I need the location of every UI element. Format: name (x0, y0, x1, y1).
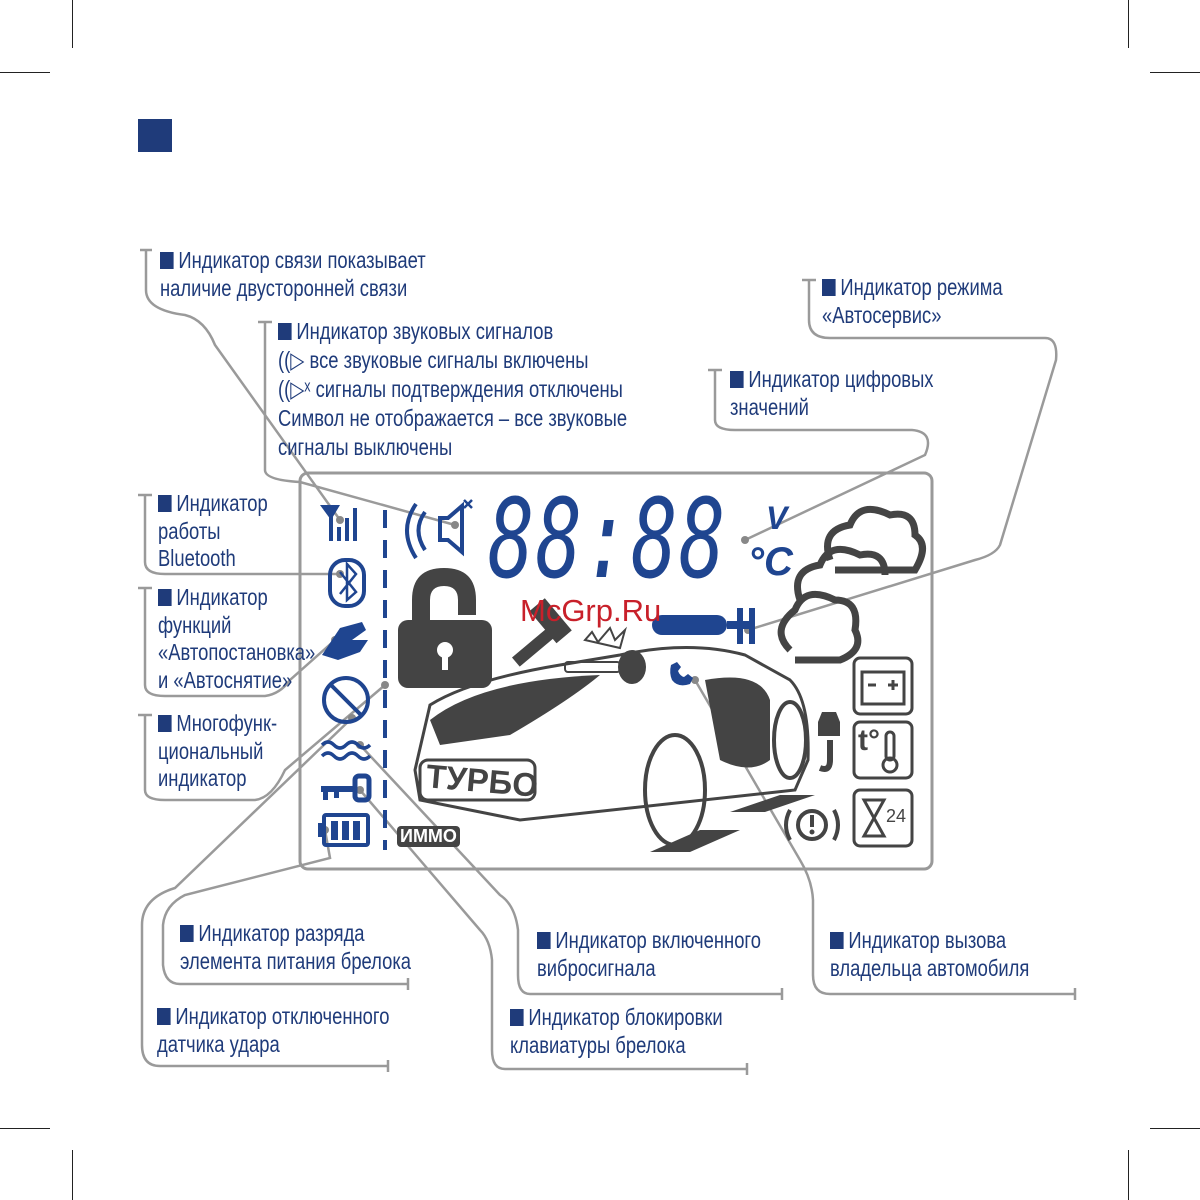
crop-mark (72, 0, 73, 48)
battery-icon (318, 813, 370, 847)
unit-celsius: °C (748, 540, 793, 584)
bluetooth-icon (328, 558, 366, 608)
hammer-icon (511, 598, 572, 667)
crop-mark (0, 1128, 50, 1129)
phone-icon (670, 662, 693, 686)
lock-icon (398, 568, 492, 688)
unit-volt: V (766, 500, 788, 536)
crop-mark (1150, 1128, 1200, 1129)
label-keylock: Индикатор блокировки клавиатуры брелока (510, 1004, 723, 1058)
car-battery-icon (852, 656, 914, 716)
label-sound: Индикатор звуковых сигналов ((▷ все звук… (278, 318, 628, 460)
speaker-icon (405, 499, 473, 560)
hand-icon (322, 622, 368, 660)
label-battery: Индикатор разряда элемента питания брело… (180, 920, 412, 974)
hook-icon (818, 712, 840, 772)
label-multi: Многофунк- циональный индикатор (158, 710, 278, 791)
digital-display: 88:88 (488, 475, 727, 603)
car-key-icon (564, 650, 646, 684)
speaker-on-icon: ((▷ (278, 347, 310, 373)
alert-icon (784, 809, 840, 841)
label-digital: Индикатор цифровых значений (730, 366, 934, 420)
key-icon (321, 773, 372, 803)
crop-mark (72, 1150, 73, 1200)
label-shock: Индикатор отключенного датчика удара (157, 1003, 390, 1057)
alarm-spark-icon (583, 626, 627, 650)
hourglass-icon (852, 788, 914, 848)
section-marker (138, 119, 172, 152)
watermark: McGrp.Ru (520, 593, 662, 628)
crop-mark (1150, 72, 1200, 73)
smoke-icon (777, 505, 926, 664)
crop-mark (1128, 1150, 1129, 1200)
label-call: Индикатор вызова владельца автомобиля (830, 927, 1030, 981)
immo-label: ИММО (397, 826, 460, 847)
signal-icon (320, 505, 357, 541)
crop-mark (1128, 0, 1129, 48)
crop-mark (0, 72, 50, 73)
temp-t: t° (858, 724, 880, 757)
screwdriver-icon (652, 608, 755, 644)
car-icon (413, 646, 815, 852)
label-bluetooth: Индикатор работы Bluetooth (158, 490, 268, 571)
lcd-frame (298, 471, 934, 871)
label-vibro: Индикатор включенного вибросигнала (537, 927, 761, 981)
vibration-icon (320, 740, 372, 761)
speaker-confirm-off-icon: ((▷ˣ (278, 376, 316, 402)
label-autoservice: Индикатор режима «Автосервис» (822, 274, 1003, 328)
thermometer-icon (852, 720, 914, 780)
timer-24: 24 (886, 806, 907, 826)
no-shock-icon (322, 676, 370, 724)
label-link: Индикатор связи показывает наличие двуст… (160, 247, 426, 301)
label-auto: Индикатор функций «Автопостановка» и «Ав… (158, 584, 316, 693)
